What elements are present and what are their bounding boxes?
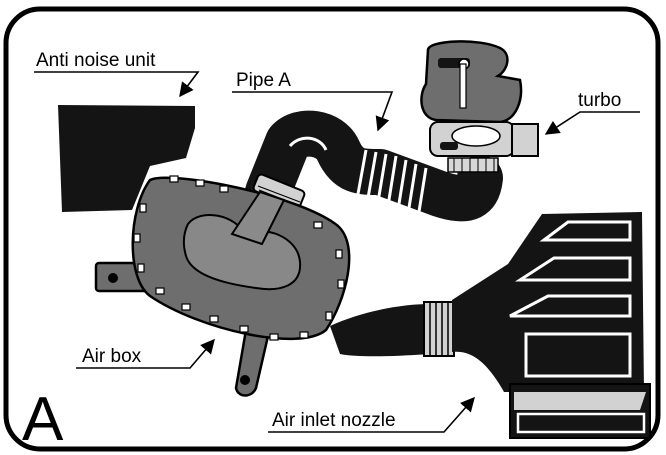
anti-noise-unit xyxy=(58,105,195,212)
air-box-leader xyxy=(76,338,215,369)
label-turbo: turbo xyxy=(578,90,621,111)
air-box xyxy=(131,175,351,341)
label-anti-noise-unit: Anti noise unit xyxy=(36,50,156,71)
pipe-a xyxy=(245,110,503,222)
air-inlet-nozzle-leader xyxy=(268,396,475,433)
intake-duct xyxy=(330,301,455,357)
arm-bolt xyxy=(240,375,250,385)
label-air-inlet-nozzle: Air inlet nozzle xyxy=(272,410,396,431)
air-box-clips xyxy=(133,175,345,341)
label-pipe-a: Pipe A xyxy=(236,70,291,91)
anti-noise-unit-leader xyxy=(34,71,200,98)
air-inlet-nozzle xyxy=(452,212,651,439)
pipe-a-leader xyxy=(232,91,394,132)
nozzle-mouth xyxy=(509,383,651,439)
nozzle-vanes xyxy=(509,220,632,318)
label-air-box: Air box xyxy=(82,346,142,367)
turbo-leader xyxy=(544,111,640,135)
mount-bolt xyxy=(108,273,118,283)
figure-letter: A xyxy=(22,385,64,454)
pipe-a-bellows xyxy=(356,149,428,219)
turbo xyxy=(420,40,539,173)
